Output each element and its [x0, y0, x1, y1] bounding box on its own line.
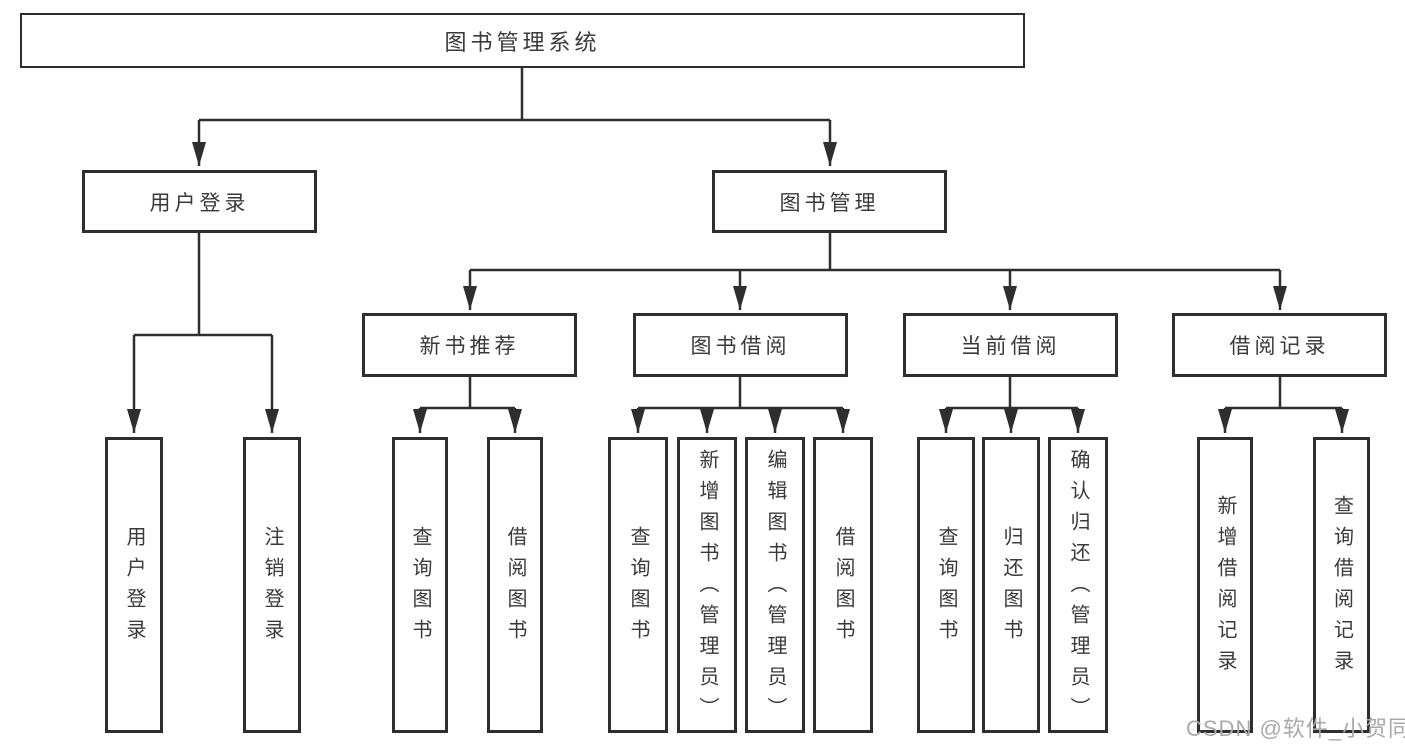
leaf-newbook-borrow-books: 借阅图书	[487, 437, 543, 733]
node-book-borrowing: 图书借阅	[633, 313, 848, 377]
leaf-borrowing-query-books: 查询图书	[608, 437, 668, 733]
leaf-borrowing-add-books-admin: 新增图书（管理员）	[677, 437, 737, 733]
node-book-management: 图书管理	[712, 170, 947, 233]
node-user-login: 用户登录	[82, 170, 317, 233]
connector-book-management-children	[463, 233, 1287, 310]
node-new-book-recommend: 新书推荐	[362, 313, 577, 377]
leaf-current-return-books: 归还图书	[982, 437, 1040, 733]
connector-new-book-children	[413, 377, 522, 433]
csdn-watermark: CSDN @软件_小贺同学	[1186, 716, 1405, 741]
leaf-current-query-books: 查询图书	[917, 437, 975, 733]
leaf-records-query-record: 查询借阅记录	[1313, 437, 1370, 733]
leaf-logout: 注销登录	[243, 437, 301, 733]
connector-current-borrowing-children	[939, 377, 1085, 433]
leaf-borrowing-borrow-books: 借阅图书	[813, 437, 873, 733]
connector-root-to-level2	[192, 68, 837, 166]
node-root-system: 图书管理系统	[20, 13, 1025, 68]
leaf-records-add-record: 新增借阅记录	[1197, 437, 1253, 733]
leaf-current-confirm-return-admin: 确认归还（管理员）	[1048, 437, 1108, 733]
connector-user-login-children	[127, 233, 279, 433]
node-current-borrowing: 当前借阅	[903, 313, 1118, 377]
leaf-user-login: 用户登录	[105, 437, 163, 733]
connector-borrow-records-children	[1218, 377, 1349, 433]
leaf-borrowing-edit-books-admin: 编辑图书（管理员）	[745, 437, 805, 733]
connector-book-borrowing-children	[631, 377, 850, 433]
leaf-newbook-query-books: 查询图书	[392, 437, 448, 733]
node-borrow-records: 借阅记录	[1172, 313, 1387, 377]
